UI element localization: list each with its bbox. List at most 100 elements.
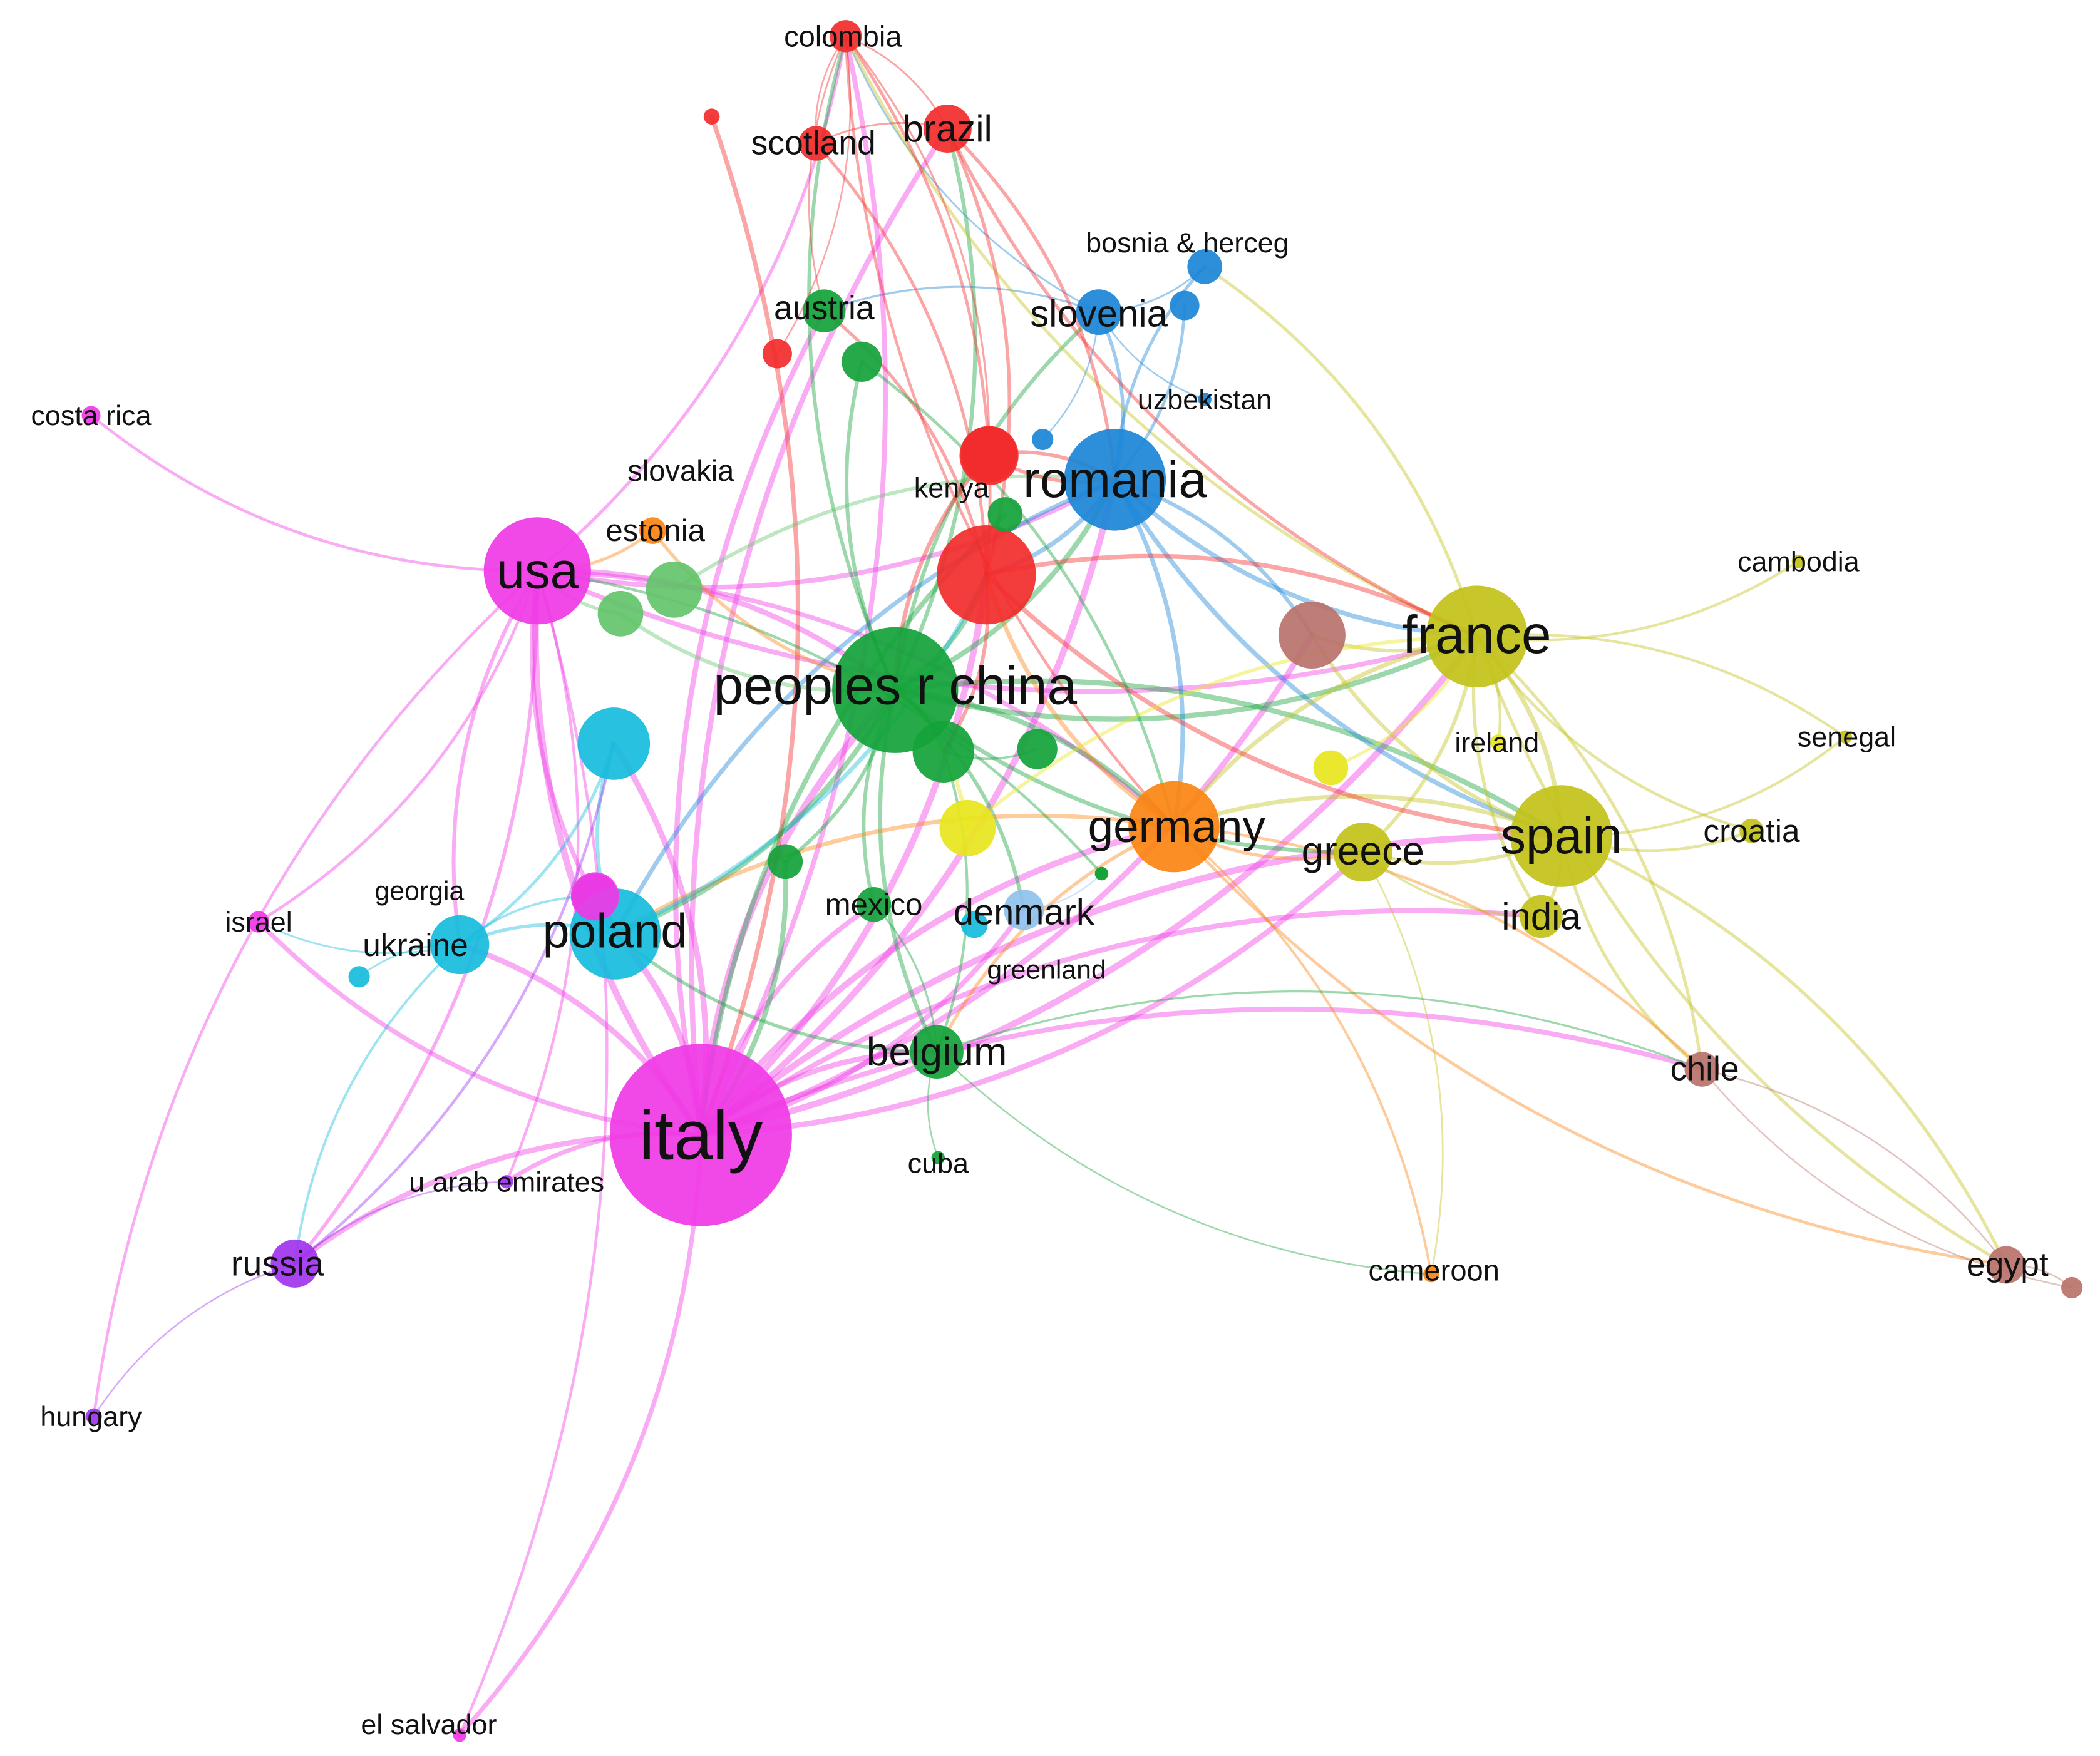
node-scotland[interactable] [798,126,834,161]
node-chile[interactable] [1684,1052,1720,1087]
edge-poland-red-hub [612,572,989,937]
node-greece[interactable] [1333,823,1392,882]
node-red-a[interactable] [960,426,1017,483]
node-cameroon[interactable] [1423,1266,1439,1283]
node-croatia[interactable] [1739,818,1764,843]
node-green-c[interactable] [842,341,882,383]
node-cambodia[interactable] [1791,555,1806,568]
edge-russia-cyan-a [293,742,615,1265]
node-red-b[interactable] [703,108,720,125]
label-italy: italy [639,1096,763,1174]
node-green-f[interactable] [1094,866,1109,881]
edge-slovenia-austria [823,285,1100,314]
node-slovenia[interactable] [1076,289,1122,336]
edge-france-senegal [1475,633,1847,739]
edge-italy-red-hub [697,572,990,1138]
node-belgium[interactable] [910,1025,964,1079]
edge-peoples-r-china-france [892,634,1480,722]
edge-brazil-france [945,126,1479,639]
edge-italy-greece [698,849,1366,1138]
label-senegal: senegal [1798,721,1896,753]
edge-italy-el-salvador [457,1132,703,1738]
edge-usa-romania [535,477,1118,590]
node-france[interactable] [1426,585,1528,687]
node-magenta-a[interactable] [570,872,619,921]
edge-france-chile [1475,635,1704,1071]
edge-germany-cameroon [1173,825,1433,1276]
node-cuba[interactable] [931,1151,945,1165]
node-russia[interactable] [270,1239,319,1288]
node-lgreen-a[interactable] [597,590,644,637]
node-yellow-a[interactable] [939,799,996,856]
edge-colombia-red-c [776,35,852,355]
node-red-hub[interactable] [937,525,1036,625]
node-ireland[interactable] [1490,734,1506,751]
edge-green-a-belgium [935,750,969,1054]
label-slovakia: slovakia [627,454,734,487]
edge-red-b-italy [698,114,801,1137]
label-romania: romania [1023,451,1207,508]
node-usa[interactable] [483,517,591,625]
label-germany: germany [1088,801,1266,852]
edge-peoples-r-china-slovenia [893,310,1101,692]
node-green-d[interactable] [768,844,803,880]
label-chile: chile [1670,1051,1739,1088]
label-greece: greece [1302,828,1424,873]
node-cyan-b[interactable] [348,966,370,988]
edge-usa-hungary [92,569,539,1418]
node-mexico[interactable] [856,887,892,922]
node-estonia[interactable] [639,517,666,544]
node-brown-a[interactable] [1278,602,1346,669]
edge-romania-spain [1113,477,1564,839]
node-spain[interactable] [1510,785,1612,887]
node-austria[interactable] [803,289,846,332]
edge-romania-germany [1113,477,1185,829]
edge-france-bosnia-herceg [1203,265,1479,639]
edge-italy-india [698,908,1544,1137]
edge-yellow-a-france [965,634,1479,830]
node-israel[interactable] [248,911,270,933]
edge-belgium-cameroon [935,1050,1433,1275]
edge-italy-brown-a [697,632,1315,1138]
label-india: india [1501,896,1581,938]
node-bosnia-herceg[interactable] [1187,249,1222,284]
label-ireland: ireland [1454,726,1539,758]
node-hungary[interactable] [86,1408,102,1425]
node-romania[interactable] [1064,429,1166,531]
edge-slovenia-colombia [845,35,1100,314]
node-blue-b[interactable] [1170,290,1200,321]
node-colombia[interactable] [829,20,862,53]
node-denmark[interactable] [1004,890,1044,930]
node-el-salvador[interactable] [453,1728,466,1742]
node-green-e[interactable] [987,497,1023,532]
node-cyan-a[interactable] [577,707,651,780]
node-peoples-r-china[interactable] [832,627,959,753]
edge-germany-poland [613,813,1176,937]
node-blue-a[interactable] [1032,428,1054,451]
edge-romania-france [1113,477,1480,639]
node-uzbekistan[interactable] [1198,393,1212,406]
node-green-b[interactable] [1017,729,1058,769]
label-brazil: brazil [903,108,992,150]
label-georgia: georgia [375,876,465,906]
node-germany[interactable] [1128,781,1220,873]
node-yellow-b[interactable] [1313,750,1349,786]
edge-belgium-chile [935,990,1703,1071]
node-senegal[interactable] [1838,730,1852,744]
edge-france-egypt [1475,635,2008,1267]
edge-red-hub-france [984,553,1480,639]
node-ukraine[interactable] [430,915,490,975]
node-costa-rica[interactable] [81,406,101,425]
node-green-a[interactable] [912,721,975,783]
node-egypt[interactable] [1987,1246,2025,1284]
node-slovakia[interactable] [646,561,703,618]
label-bosnia-herceg: bosnia & herceg [1086,227,1289,259]
edge-germany-chile [1172,825,1704,1071]
node-u-arab-emirates[interactable] [500,1175,513,1189]
node-brown-b[interactable] [2061,1276,2083,1298]
node-red-c[interactable] [762,339,792,369]
node-italy[interactable] [609,1044,792,1226]
node-brazil[interactable] [923,105,972,153]
node-cyan-c[interactable] [960,911,988,938]
node-india[interactable] [1520,895,1563,938]
